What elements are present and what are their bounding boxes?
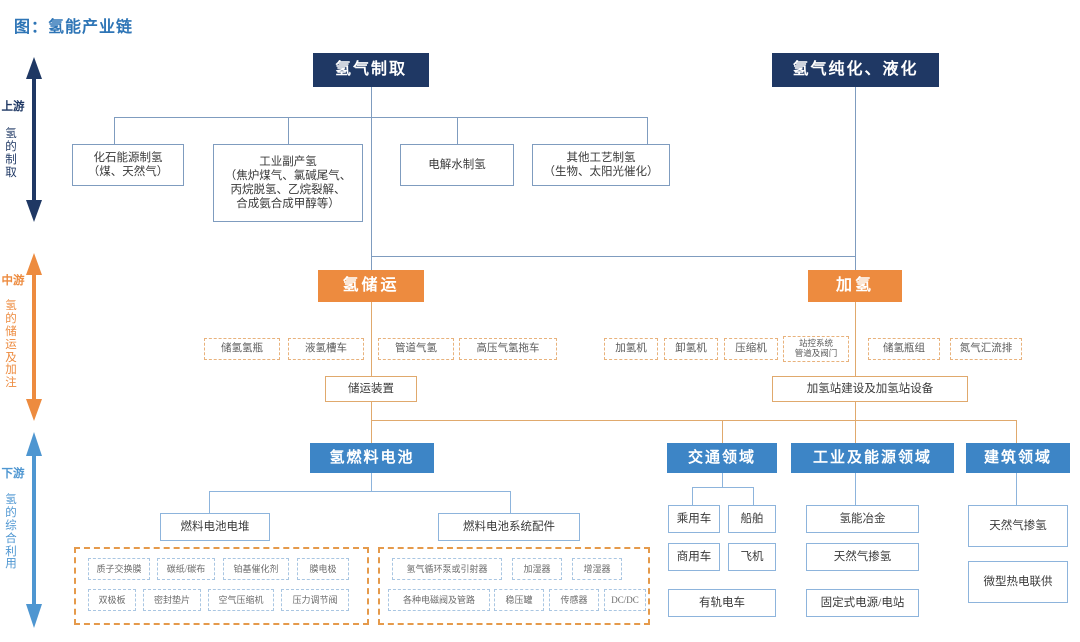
- connector-method-1: [114, 117, 115, 144]
- connector-purification-down: [855, 87, 856, 256]
- connector-transport-right: [753, 487, 754, 505]
- stack-part-carbon-paper[interactable]: 碳纸/碳布: [157, 558, 215, 580]
- connector-fuelcell-bus: [209, 491, 510, 492]
- system-part-dcdc[interactable]: DC/DC: [604, 589, 646, 611]
- connector-fuelcell-stem: [371, 473, 372, 491]
- connector-downstream-bus: [371, 420, 1016, 421]
- midstream-header-refueling[interactable]: 加氢: [808, 270, 902, 302]
- connector-building-stem: [1016, 473, 1017, 505]
- stage-label-downstream-desc: 氢的综合利用: [5, 494, 17, 571]
- midstream-refueling-chip-3[interactable]: 压缩机: [724, 338, 778, 360]
- stack-part-pem[interactable]: 质子交换膜: [88, 558, 150, 580]
- connector-transport-stem: [722, 473, 723, 487]
- upstream-method-fossil[interactable]: 化石能源制氢 （煤、天然气）: [72, 144, 184, 186]
- stage-label-downstream-name: 下游: [1, 468, 25, 480]
- midstream-refueling-chip-2[interactable]: 卸氢机: [664, 338, 718, 360]
- building-item-natgas-blending[interactable]: 天然气掺氢: [968, 505, 1068, 547]
- stage-arrow-upstream: [25, 57, 43, 222]
- transport-item-ship[interactable]: 船舶: [728, 505, 776, 533]
- midstream-storage-chip-3[interactable]: 管道气氢: [378, 338, 454, 360]
- system-part-moisturizer[interactable]: 增湿器: [572, 558, 622, 580]
- stage-arrow-midstream: [25, 253, 43, 421]
- connector-into-refueling: [855, 256, 856, 270]
- connector-fuelcell-branch-1: [209, 491, 210, 513]
- fuel-cell-branch-system-parts[interactable]: 燃料电池系统配件: [438, 513, 580, 541]
- stage-label-midstream-name: 中游: [1, 275, 25, 287]
- downstream-header-fuel-cell[interactable]: 氢燃料电池: [310, 443, 434, 473]
- connector-method-3: [457, 117, 458, 144]
- midstream-header-storage-transport[interactable]: 氢储运: [318, 270, 424, 302]
- connector-transport-left: [692, 487, 693, 505]
- transport-item-aircraft[interactable]: 飞机: [728, 543, 776, 571]
- connector-upstream-midstream-bus: [371, 256, 856, 257]
- connector-to-domain-3: [1016, 420, 1017, 443]
- connector-to-fuelcell: [371, 420, 372, 443]
- stack-part-gasket[interactable]: 密封垫片: [143, 589, 201, 611]
- building-item-micro-chp[interactable]: 微型热电联供: [968, 561, 1068, 603]
- stack-part-pressure-valve[interactable]: 压力调节阀: [281, 589, 349, 611]
- connector-fuelcell-branch-2: [510, 491, 511, 513]
- midstream-storage-chip-2[interactable]: 液氢槽车: [288, 338, 364, 360]
- stack-part-air-compressor[interactable]: 空气压缩机: [208, 589, 274, 611]
- transport-item-commercial-vehicle[interactable]: 商用车: [668, 543, 720, 571]
- connector-refueling-summary-down: [855, 402, 856, 420]
- upstream-method-other[interactable]: 其他工艺制氢 （生物、太阳光催化）: [532, 144, 670, 186]
- connector-into-storage: [371, 256, 372, 270]
- fuel-cell-system-parts-group: [378, 547, 650, 625]
- connector-storage-summary-down: [371, 402, 372, 420]
- downstream-header-transport[interactable]: 交通领域: [667, 443, 777, 473]
- stack-part-mea[interactable]: 膜电极: [297, 558, 349, 580]
- connector-method-2: [288, 117, 289, 144]
- connector-production-bus: [114, 117, 647, 118]
- stack-part-bipolar-plate[interactable]: 双极板: [88, 589, 136, 611]
- connector-industry-stem: [855, 473, 856, 505]
- upstream-header-hydrogen-production[interactable]: 氢气制取: [313, 53, 429, 87]
- upstream-header-purification-liquefaction[interactable]: 氢气纯化、液化: [772, 53, 939, 87]
- midstream-refueling-chip-1[interactable]: 加氢机: [604, 338, 658, 360]
- industry-item-metallurgy[interactable]: 氢能冶金: [806, 505, 919, 533]
- system-part-h2-recirc-pump[interactable]: 氢气循环泵或引射器: [392, 558, 502, 580]
- connector-to-domain-2: [855, 420, 856, 443]
- fuel-cell-branch-stack[interactable]: 燃料电池电堆: [160, 513, 270, 541]
- system-part-solenoid-valves[interactable]: 各种电磁阀及管路: [388, 589, 490, 611]
- midstream-refueling-summary[interactable]: 加氢站建设及加氢站设备: [772, 376, 968, 402]
- stage-label-midstream-desc: 氢的储运及加注: [5, 300, 17, 390]
- stage-label-upstream-desc: 氢的制取: [5, 128, 17, 179]
- stage-label-upstream-name: 上游: [1, 101, 25, 113]
- upstream-method-electrolysis[interactable]: 电解水制氢: [400, 144, 514, 186]
- stack-part-pt-catalyst[interactable]: 铂基催化剂: [223, 558, 289, 580]
- midstream-refueling-chip-4[interactable]: 站控系统 管道及阀门: [783, 336, 849, 362]
- midstream-refueling-chip-5[interactable]: 储氢瓶组: [868, 338, 940, 360]
- connector-transport-bus: [692, 487, 753, 488]
- fuel-cell-stack-parts-group: [74, 547, 369, 625]
- connector-to-domain-1: [722, 420, 723, 443]
- system-part-sensor[interactable]: 传感器: [549, 589, 599, 611]
- midstream-storage-chip-4[interactable]: 高压气氢拖车: [459, 338, 557, 360]
- system-part-surge-tank[interactable]: 稳压罐: [494, 589, 544, 611]
- industry-item-natgas-blending[interactable]: 天然气掺氢: [806, 543, 919, 571]
- upstream-method-industrial-byproduct[interactable]: 工业副产氢 （焦炉煤气、氯碱尾气、 丙烷脱氢、乙烷裂解、 合成氨合成甲醇等）: [213, 144, 363, 222]
- transport-item-tram[interactable]: 有轨电车: [668, 589, 776, 617]
- connector-upstream-down-left: [371, 117, 372, 256]
- midstream-storage-chip-1[interactable]: 储氢氢瓶: [204, 338, 280, 360]
- connector-refueling-stem: [855, 302, 856, 376]
- midstream-storage-summary[interactable]: 储运装置: [325, 376, 417, 402]
- connector-method-4: [647, 117, 648, 144]
- industry-item-stationary-power[interactable]: 固定式电源/电站: [806, 589, 919, 617]
- connector-storage-stem: [371, 302, 372, 376]
- transport-item-passenger-car[interactable]: 乘用车: [668, 505, 720, 533]
- stage-arrow-downstream: [25, 432, 43, 628]
- downstream-header-building[interactable]: 建筑领域: [966, 443, 1070, 473]
- midstream-refueling-chip-6[interactable]: 氮气汇流排: [950, 338, 1022, 360]
- connector-production-stem: [371, 87, 372, 117]
- downstream-header-industry-energy[interactable]: 工业及能源领域: [791, 443, 954, 473]
- page-title: 图：氢能产业链: [14, 19, 134, 36]
- system-part-humidifier[interactable]: 加湿器: [512, 558, 562, 580]
